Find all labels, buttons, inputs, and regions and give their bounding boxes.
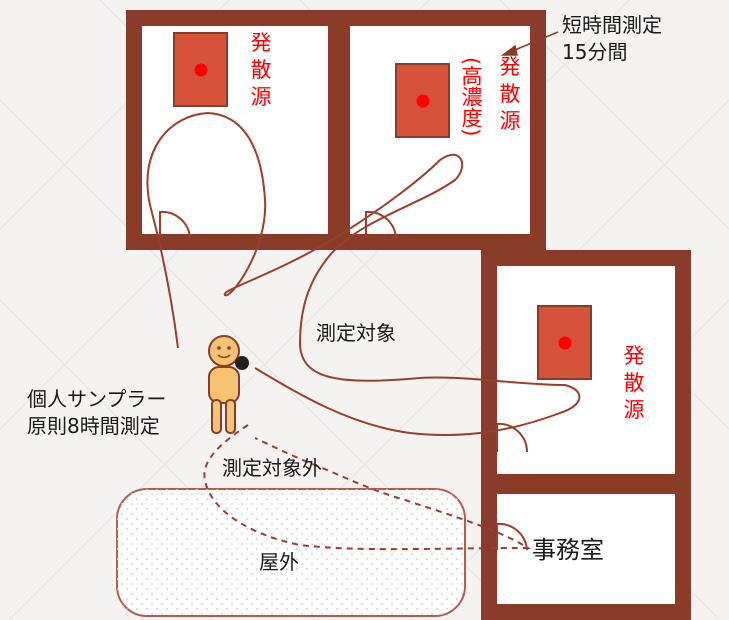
target-zone-label: 測定対象 xyxy=(316,321,396,345)
emission-source-2 xyxy=(395,63,450,138)
worker-path-measured xyxy=(146,111,581,437)
source-point-1 xyxy=(194,63,207,76)
emission-source-1 xyxy=(173,32,228,107)
sampler-line2: 原則8時間測定 xyxy=(27,414,160,438)
door-office xyxy=(496,522,528,551)
source-label-1: 発散源 xyxy=(250,31,272,109)
high-concentration-label: (高濃度) xyxy=(459,57,483,137)
outdoor-area xyxy=(116,488,466,617)
source-point-3 xyxy=(558,336,571,349)
worker-figure xyxy=(208,335,240,434)
non-target-zone-label: 測定対象外 xyxy=(222,456,322,480)
short-term-line1: 短時間測定 xyxy=(562,13,662,37)
door-3 xyxy=(496,422,529,453)
office-label: 事務室 xyxy=(532,536,604,564)
emission-source-3 xyxy=(537,305,592,380)
source-label-2: 発散源 xyxy=(499,55,521,133)
outdoor-label: 屋外 xyxy=(259,550,299,574)
source-label-3: 発散源 xyxy=(623,344,645,422)
room-source-1 xyxy=(126,10,344,250)
source-point-2 xyxy=(416,94,429,107)
personal-sampler-device xyxy=(235,356,249,370)
sampler-line1: 個人サンプラー xyxy=(27,387,167,411)
door-1 xyxy=(159,210,191,239)
short-term-arrow xyxy=(500,31,559,56)
worker-path-unmeasured xyxy=(203,424,532,551)
short-term-line2: 15分間 xyxy=(562,40,628,64)
